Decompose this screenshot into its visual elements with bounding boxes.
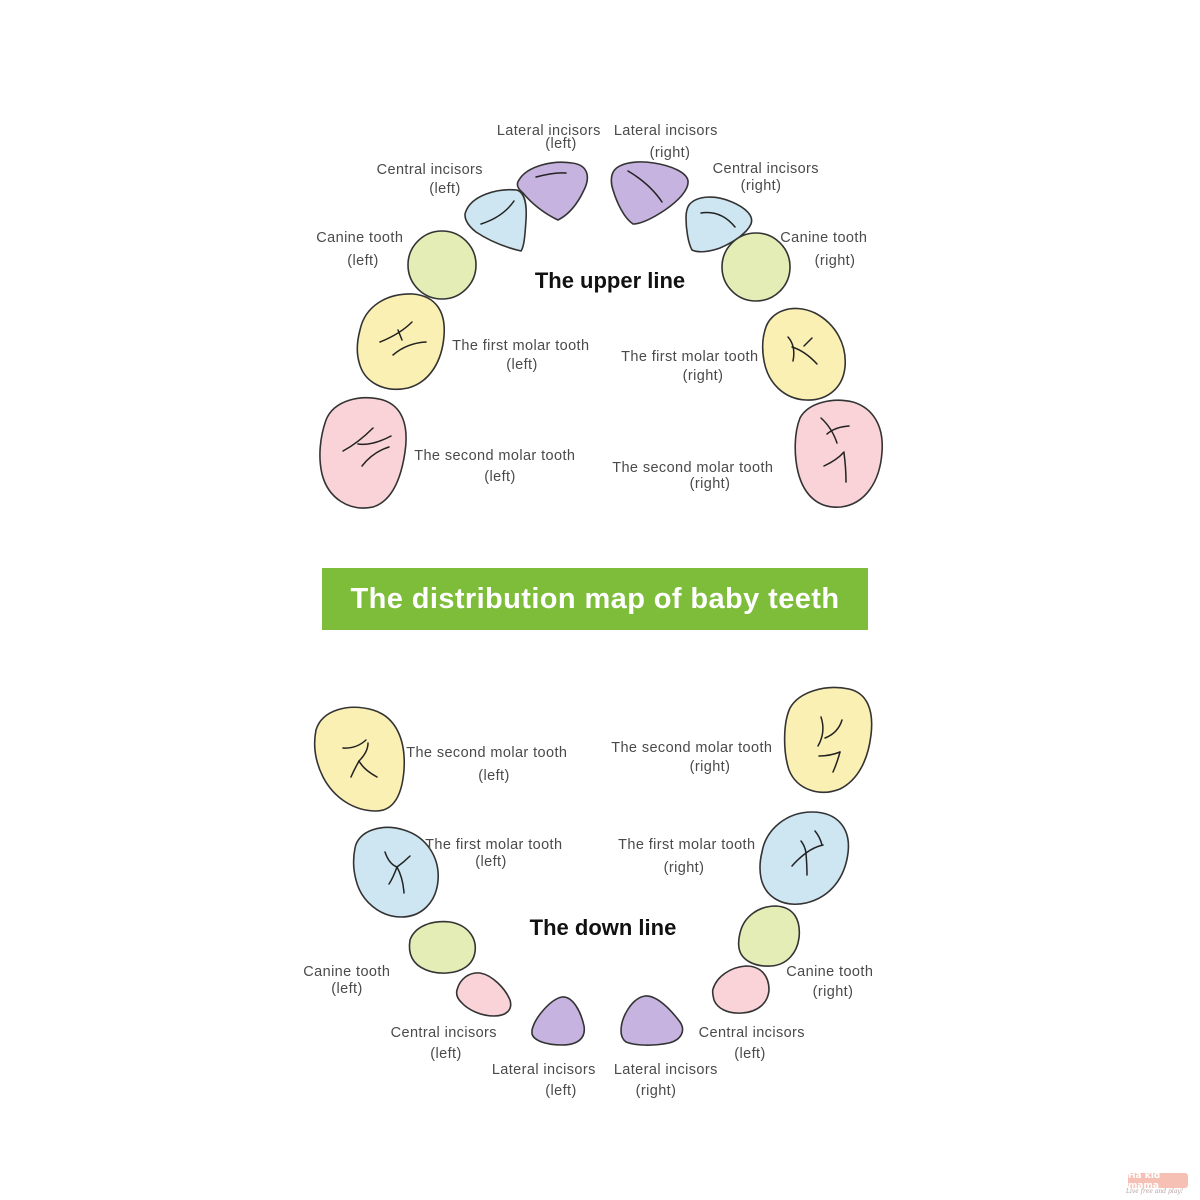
label-line: Canine tooth [786,964,873,980]
lower-label-first-molar-left: The first molar tooth (left) [425,837,567,870]
upper-label-second-molar-right: The second molar tooth (right) [612,460,778,492]
lower-label-second-molar-right: The second molar tooth (right) [611,740,777,775]
brand-logo: Ha kid mama Live free and play! [1124,1163,1194,1199]
upper-canine-right [721,232,791,302]
label-line: (left) [484,469,515,485]
lower-lateral-incisor-left [531,996,586,1046]
label-line: The second molar tooth [612,460,773,476]
label-line: Lateral incisors [614,1062,718,1078]
label-line: (right) [741,178,782,194]
label-line: Central incisors [391,1025,497,1041]
logo-tagline: Live free and play! [1126,1188,1184,1195]
label-line: (right) [650,145,691,161]
label-line: The first molar tooth [621,349,758,365]
label-line: (left) [478,768,509,784]
upper-second-molar-left [319,397,407,509]
upper-arch: Lateral incisors (left) Lateral incisors… [316,123,883,509]
lower-line-heading: The down line [530,915,677,940]
label-line: Lateral incisors [614,123,718,139]
label-line: Central incisors [699,1025,805,1041]
upper-lateral-incisor-right [610,161,689,225]
lower-central-incisor-left [455,972,512,1017]
label-line: The first molar tooth [618,837,755,853]
lower-second-molar-right [783,686,873,793]
upper-label-lateral-left: Lateral incisors (left) [497,123,605,152]
upper-central-incisor-left [464,188,528,252]
label-line: Lateral incisors [497,123,601,139]
upper-label-canine-left: Canine tooth (left) [316,230,407,269]
lower-first-molar-left [352,826,439,918]
lower-label-first-molar-right: The first molar tooth (right) [618,837,760,876]
label-line: (right) [815,253,856,269]
label-line: The second molar tooth [611,740,772,756]
label-line: Canine tooth [316,230,403,246]
label-line: The second molar tooth [414,448,575,464]
label-line: (left) [475,854,506,870]
label-line: (right) [664,860,705,876]
label-line: The second molar tooth [406,745,567,761]
upper-second-molar-right [794,399,883,508]
upper-first-molar-right [761,307,846,401]
label-line: Central incisors [377,162,483,178]
label-line: (left) [429,181,460,197]
label-line: (left) [430,1046,461,1062]
upper-label-first-molar-left: The first molar tooth (left) [452,338,594,373]
upper-first-molar-left [356,293,446,390]
upper-label-lateral-right: Lateral incisors (right) [614,123,722,161]
label-line: (left) [734,1046,765,1062]
label-line: The first molar tooth [425,837,562,853]
lower-label-canine-left: Canine tooth (left) [303,964,394,997]
label-line: (right) [683,368,724,384]
lower-central-incisor-right [711,965,770,1014]
upper-label-central-left: Central incisors (left) [377,162,488,197]
label-line: (right) [690,476,731,492]
label-line: (left) [331,981,362,997]
lower-label-canine-right: Canine tooth (right) [786,964,877,1000]
label-line: The first molar tooth [452,338,589,354]
label-line: (left) [506,357,537,373]
label-line: Canine tooth [303,964,390,980]
lower-lateral-incisor-right [620,995,684,1046]
lower-label-second-molar-left: The second molar tooth (left) [406,745,572,784]
lower-label-lateral-left: Lateral incisors (left) [492,1062,600,1099]
upper-line-heading: The upper line [535,268,685,293]
lower-canine-right [737,905,801,967]
lower-label-central-left: Central incisors (left) [391,1025,502,1062]
upper-central-incisor-right [685,196,753,253]
upper-lateral-incisor-left [516,161,589,221]
lower-label-lateral-right: Lateral incisors (right) [614,1062,722,1099]
lower-first-molar-right [759,811,850,905]
lower-second-molar-left [313,706,406,812]
label-line: Lateral incisors [492,1062,596,1078]
upper-label-canine-right: Canine tooth (right) [780,230,871,269]
diagram-title-banner: The distribution map of baby teeth [322,568,868,630]
label-line: (right) [813,984,854,1000]
label-line: (left) [347,253,378,269]
label-line: (right) [690,759,731,775]
logo-wordmark: Ha kid mama [1128,1171,1188,1191]
lower-canine-left [408,920,477,974]
lower-arch: The second molar tooth (left) The second… [303,686,877,1099]
upper-canine-left [407,230,477,300]
upper-label-first-molar-right: The first molar tooth (right) [621,349,763,384]
upper-label-central-right: Central incisors (right) [713,161,824,194]
label-line: (left) [545,136,576,152]
label-line: Central incisors [713,161,819,177]
label-line: (left) [545,1083,576,1099]
lower-label-central-right: Central incisors (left) [699,1025,810,1062]
label-line: (right) [636,1083,677,1099]
label-line: Canine tooth [780,230,867,246]
upper-label-second-molar-left: The second molar tooth (left) [414,448,580,485]
